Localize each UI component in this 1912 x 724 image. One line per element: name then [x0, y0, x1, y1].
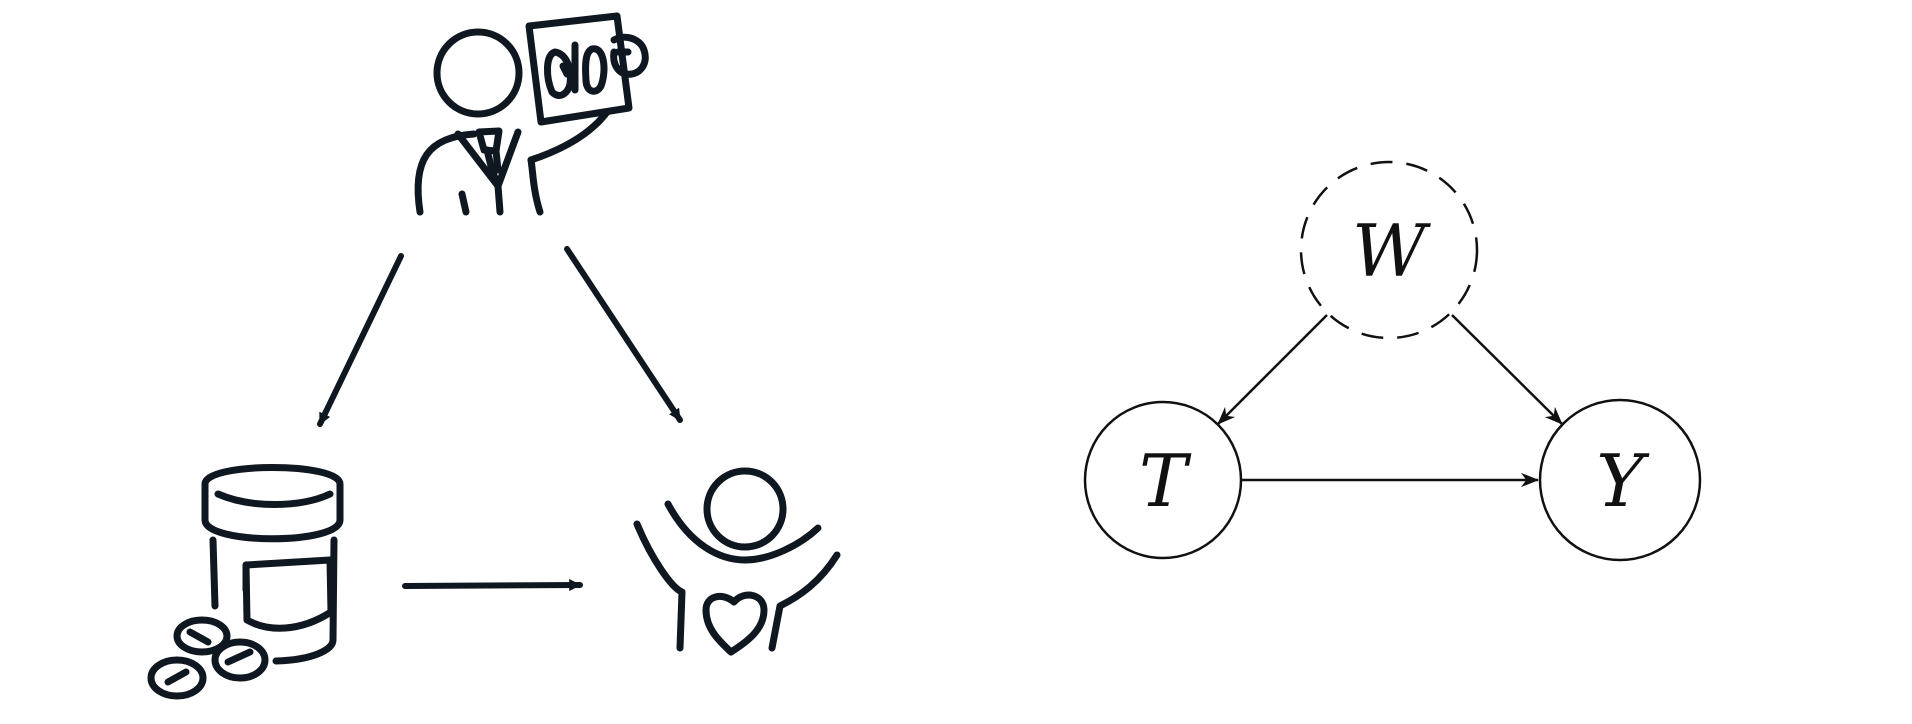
arrow-doctor-to-medicine: [317, 253, 404, 427]
edge-w-to-t: [1217, 314, 1328, 425]
node-w: W: [1299, 160, 1479, 340]
node-y-label: Y: [1596, 439, 1650, 523]
node-y-circle: [1538, 398, 1702, 562]
node-w-circle: [1299, 160, 1479, 340]
arrow-doctor-to-patient: [564, 246, 683, 423]
arrow-medicine-to-patient: [402, 579, 583, 592]
healthy-person-icon: [633, 467, 841, 656]
illustration: [147, 12, 841, 700]
node-y: Y: [1538, 398, 1702, 562]
node-t-label: T: [1139, 439, 1192, 523]
node-t: T: [1083, 400, 1243, 560]
doctor-with-xray-icon: [414, 12, 649, 216]
illustration-arrows: [317, 246, 683, 592]
causal-graph: W T Y: [1083, 160, 1702, 562]
node-w-label: W: [1352, 209, 1431, 293]
edge-w-to-y: [1451, 314, 1563, 425]
pill-bottle-icon: [147, 464, 344, 700]
